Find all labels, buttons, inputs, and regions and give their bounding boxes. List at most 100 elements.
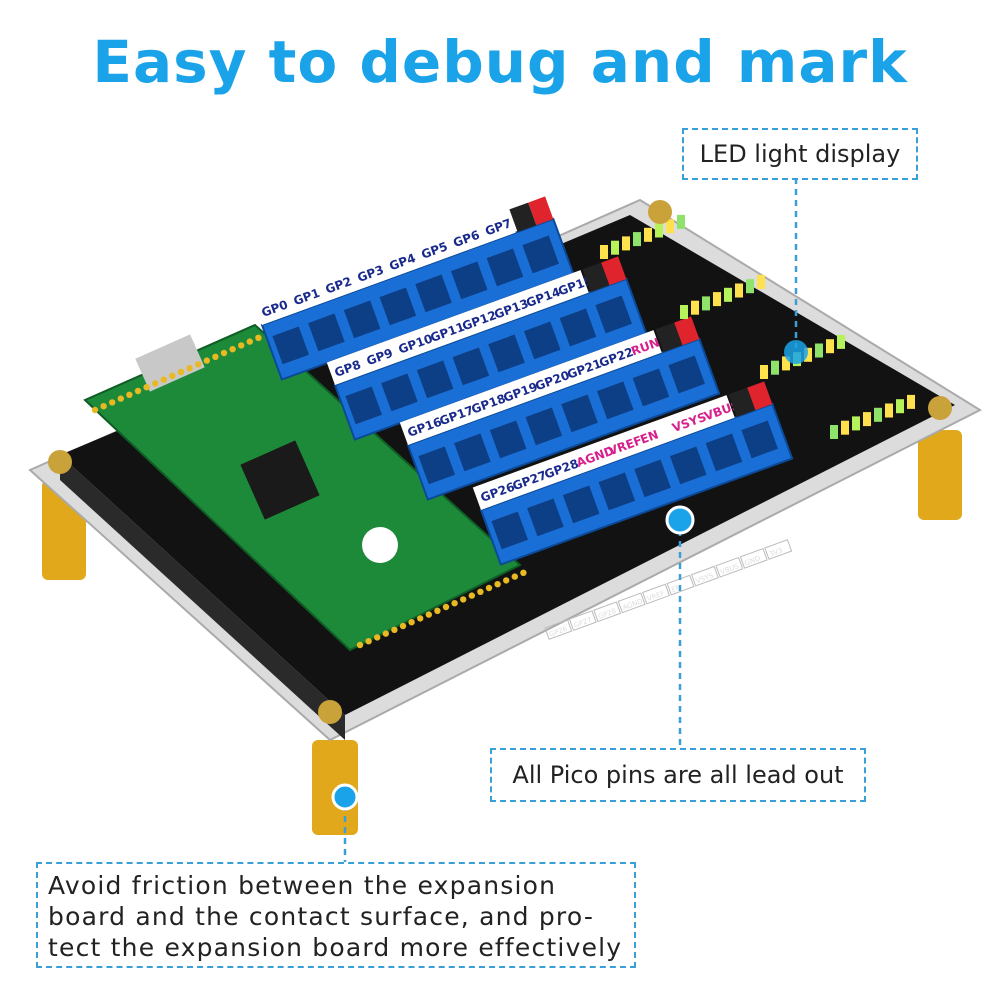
pico-pin (229, 346, 236, 353)
pico-pin (391, 626, 398, 633)
friction-callout: Avoid friction between the expansion boa… (36, 862, 636, 968)
led-light (760, 365, 768, 379)
terminal-screw-hole (488, 334, 525, 373)
pico-pin (442, 603, 450, 611)
pin-label-en: EN (638, 427, 660, 446)
terminal-label-strip (472, 395, 735, 510)
pico-pin (143, 384, 150, 391)
bottom-label-box (642, 583, 671, 605)
led-light (815, 343, 823, 358)
terminal-screw-hole (668, 355, 705, 394)
terminal-screw-hole (595, 295, 632, 334)
friction-line-2: board and the contact surface, and pro- (48, 902, 595, 931)
pico-pin (220, 349, 228, 357)
pico-pin (109, 399, 116, 406)
pico-pin (520, 569, 527, 576)
pins-marker-dot (665, 505, 695, 535)
friction-line-3: tect the expansion board more effectivel… (48, 933, 623, 962)
pico-pin (134, 387, 142, 395)
bottom-label-en: EN (670, 583, 682, 594)
bottom-label-box (690, 565, 719, 587)
led-light (841, 420, 849, 435)
bottom-label-gp28: GP28 (597, 607, 617, 621)
terminal-screw-hole (272, 326, 309, 365)
terminal-screw-hole (381, 373, 418, 412)
pico-pin (503, 577, 510, 584)
terminal-screw-hole (634, 459, 671, 498)
gnd-tab (655, 322, 683, 352)
bottom-label-agnd: AGND (622, 597, 644, 612)
pico-pin (91, 406, 99, 414)
pico-pin (468, 592, 475, 599)
led-light (691, 300, 699, 315)
led-light (863, 412, 871, 427)
pico-pin (399, 622, 407, 630)
pico-pin (203, 357, 210, 364)
bottom-label-box (715, 556, 744, 578)
terminal-screw-hole (450, 261, 488, 300)
pico-pin (169, 372, 176, 379)
led-light (655, 223, 663, 238)
standoff-front (312, 740, 358, 835)
terminal-screw-hole (452, 347, 490, 386)
led-light (826, 339, 834, 354)
pico-pin (255, 334, 262, 341)
pico-pins (91, 334, 527, 649)
led-light (782, 356, 790, 371)
pico-pin (408, 619, 415, 626)
led-light (735, 283, 743, 298)
3v3-tab (528, 196, 554, 226)
pico-pin (212, 353, 219, 360)
gnd-tab (728, 387, 756, 417)
led-light (633, 232, 641, 247)
pico-pin (460, 596, 467, 603)
terminal-screw-hole (416, 360, 454, 399)
nut-back (648, 200, 672, 224)
terminal-screw-hole (491, 511, 528, 550)
terminal-screw-hole (559, 308, 597, 347)
terminal-screw-hole (596, 381, 634, 420)
pico-pin (374, 634, 381, 641)
terminal-screw-hole (527, 498, 564, 537)
bottom-label-vbus: VBUS (719, 562, 740, 576)
led-light (896, 399, 904, 414)
led-light (611, 240, 619, 255)
terminal-blocks: GP0GP1GP2GP3GP4GP5GP6GP7GP8GP9GP10GP11GP… (253, 196, 794, 566)
board-edge (60, 455, 345, 740)
terminal-screw-hole (561, 394, 598, 433)
led-light (852, 416, 860, 431)
terminal-screw-hole (345, 386, 382, 425)
led-light (680, 305, 688, 319)
led-light (907, 394, 915, 409)
led-light (885, 403, 893, 418)
terminal-screw-hole (418, 446, 455, 485)
bottom-label-box (764, 539, 793, 560)
bottom-label-box (593, 601, 622, 623)
pico-pin (152, 380, 159, 387)
terminal-screw-hole (308, 313, 345, 352)
bottom-label-gp27: GP27 (573, 616, 593, 630)
standoff-right (918, 430, 962, 520)
led-light (830, 425, 838, 439)
friction-marker-dot (331, 783, 359, 811)
bottom-label-box (544, 619, 573, 640)
pico-pin (126, 391, 133, 398)
nut-front (318, 700, 342, 724)
3v3-tab (674, 316, 700, 346)
led-light (677, 214, 685, 229)
terminal-screw-hole (415, 274, 452, 313)
led-callout: LED light display (682, 128, 918, 180)
pico-pin (382, 630, 389, 637)
raspberry-logo (362, 527, 398, 563)
page-title: Easy to debug and mark (92, 28, 908, 96)
pico-pin (195, 361, 202, 368)
terminal-screw-hole (523, 321, 561, 360)
pico-pin (117, 395, 125, 402)
nut-right (928, 396, 952, 420)
bottom-label-box (617, 592, 646, 614)
